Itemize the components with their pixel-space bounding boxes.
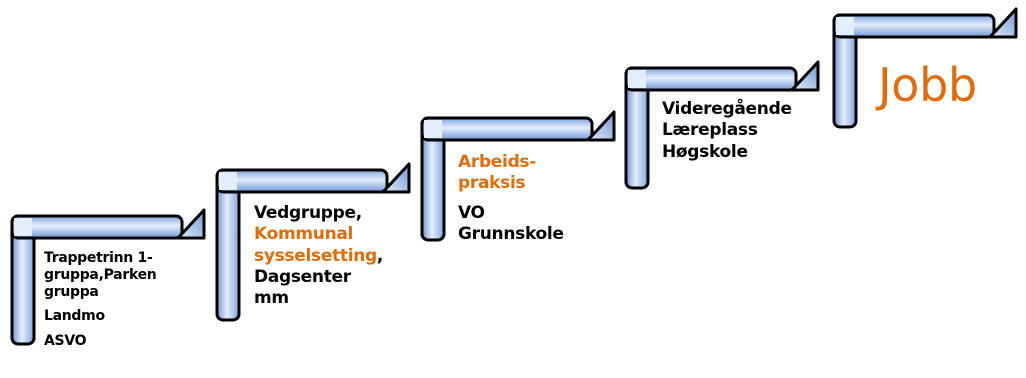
step-5-bevel — [988, 7, 1018, 39]
step-4-text: Videregående Læreplass Høgskole — [662, 99, 792, 163]
step-1-corner — [14, 218, 32, 236]
step-2-bevel — [381, 162, 411, 194]
step-2-line-4: Dagsenter — [254, 266, 351, 287]
step-4-line-1: Videregående — [662, 99, 792, 119]
step-1-line-1: Trappetrinn 1- — [44, 250, 153, 266]
step-3-bevel — [586, 110, 616, 142]
step-1-line-3: gruppa — [44, 283, 99, 300]
step-4-bevel — [790, 60, 820, 92]
step-1-line-2: gruppa,Parken — [44, 266, 157, 283]
step-4-tread — [624, 66, 798, 92]
step-5-tread — [832, 13, 996, 39]
step-3-text: Arbeids- praksis VO Grunnskole — [458, 152, 564, 245]
step-2-line-1: Vedgruppe, — [254, 203, 362, 223]
step-4-line-2: Læreplass — [662, 120, 758, 141]
step-1-extra-1: Landmo — [44, 308, 105, 325]
step-2-line-2: Kommunal — [254, 224, 354, 245]
step-3-highlight-1: Arbeids- — [458, 152, 537, 172]
step-1-bevel — [176, 208, 206, 240]
step-2-line-3: sysselsetting — [254, 245, 377, 266]
step-2-line-5: mm — [254, 288, 289, 308]
step-3-tread — [420, 116, 594, 142]
step-5-corner — [836, 17, 854, 35]
step-2-corner — [219, 172, 237, 190]
step-1-tread — [10, 214, 184, 240]
step-3-line-1: VO — [458, 202, 485, 223]
step-4-corner — [628, 70, 646, 88]
step-3-highlight-2: praksis — [458, 173, 526, 194]
step-2-tread — [215, 168, 389, 194]
step-1-text: Trappetrinn 1- gruppa,Parken gruppa Land… — [44, 250, 157, 350]
step-3-line-2: Grunnskole — [458, 223, 564, 244]
step-3-corner — [424, 120, 442, 138]
step-2-line-3-suffix: , — [376, 245, 384, 266]
step-2-text: Vedgruppe, Kommunal sysselsetting, Dagse… — [254, 203, 383, 309]
step-5-label: Jobb — [878, 58, 977, 112]
step-1-extra-2: ASVO — [44, 333, 87, 350]
step-4-line-3: Høgskole — [662, 141, 748, 162]
